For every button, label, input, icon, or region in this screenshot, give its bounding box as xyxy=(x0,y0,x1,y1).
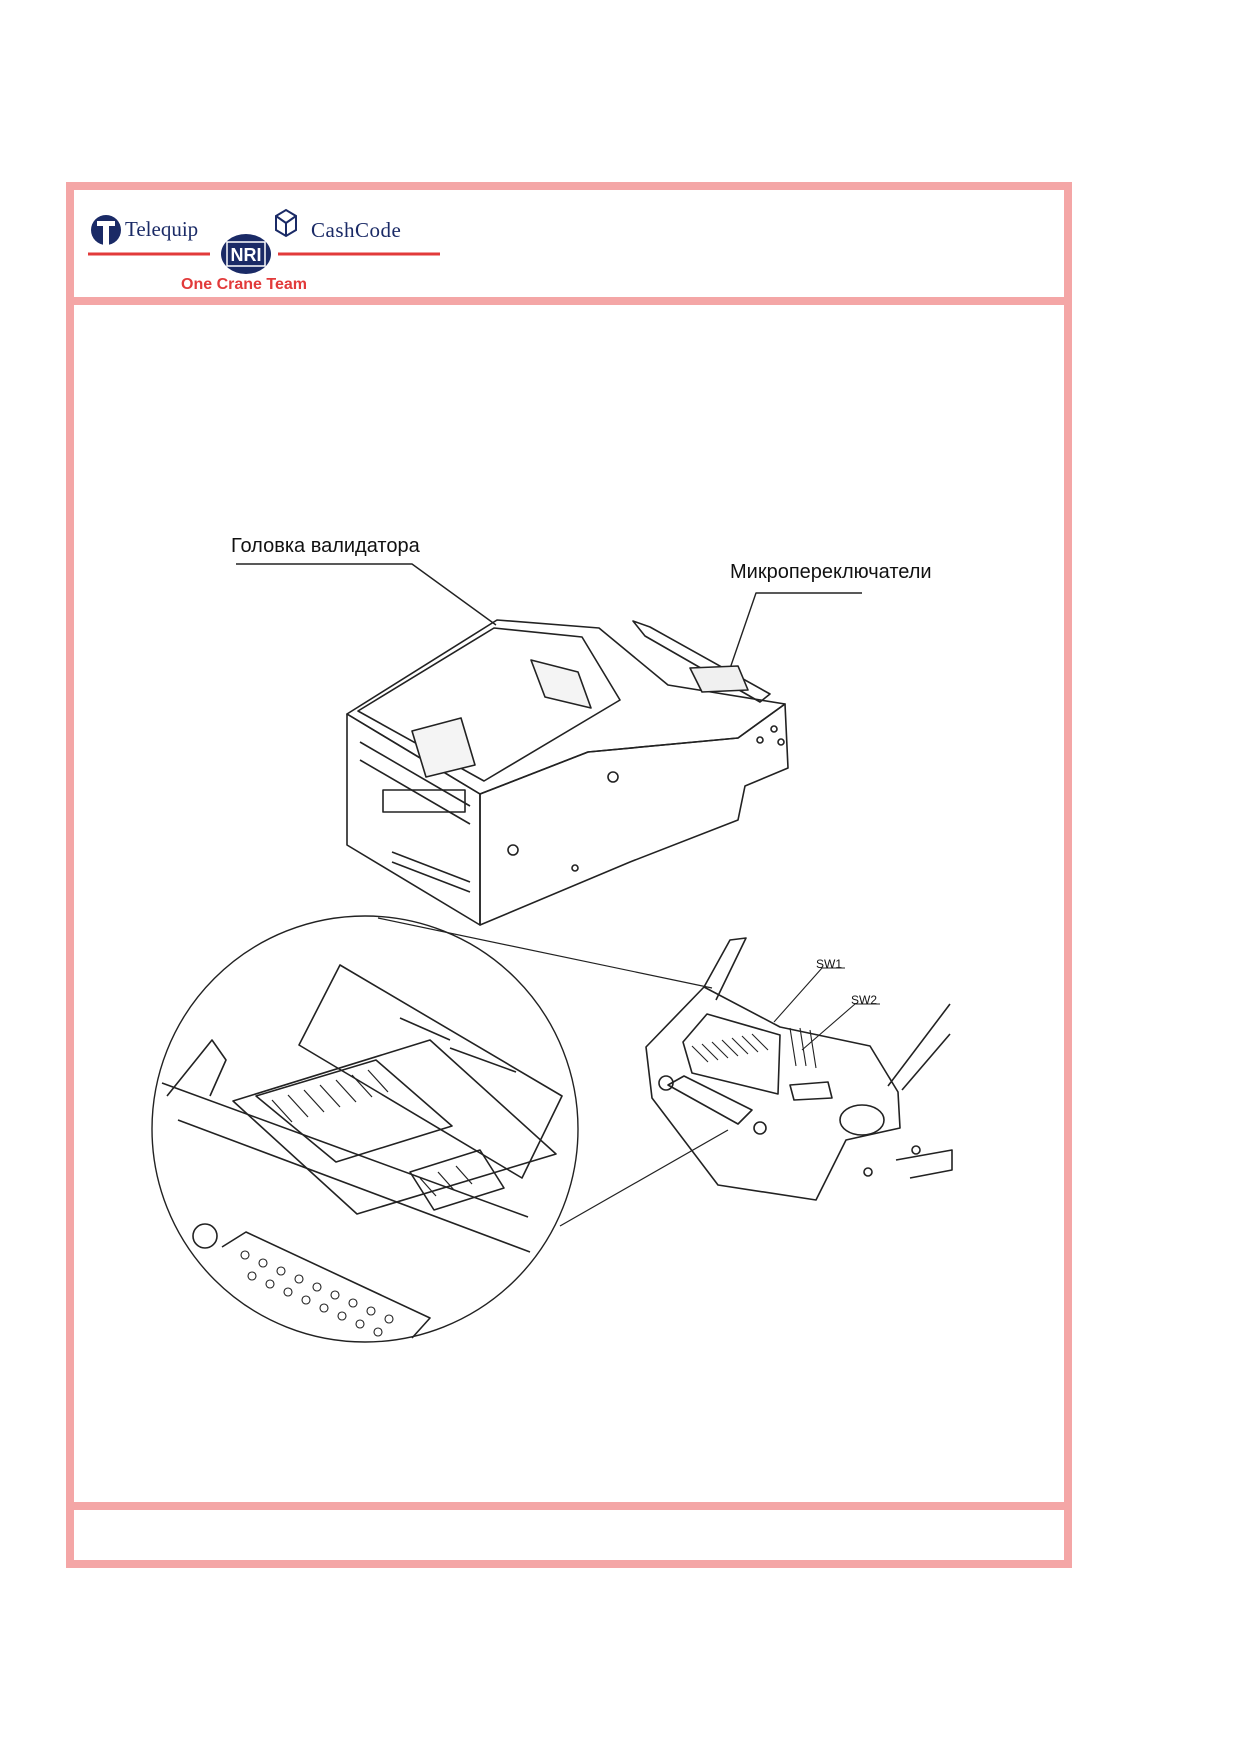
label-validator-head: Головка валидатора xyxy=(231,535,420,557)
telequip-logo-text: Telequip xyxy=(125,217,199,241)
nri-logo-icon: NRI xyxy=(221,234,271,274)
header-divider xyxy=(66,297,1072,305)
logos-graphic: NRI xyxy=(88,208,440,274)
logo-bar: NRI Telequip CashCode xyxy=(86,208,446,298)
page-frame xyxy=(66,182,1072,1568)
label-microswitches: Микропереключатели xyxy=(730,561,932,583)
label-sw1: SW1 xyxy=(816,957,843,971)
nri-text: NRI xyxy=(231,245,262,265)
label-sw2: SW2 xyxy=(851,993,878,1007)
tagline: One Crane Team xyxy=(181,276,307,293)
cashcode-logo-icon xyxy=(275,208,297,238)
telequip-logo-icon xyxy=(91,215,121,245)
cashcode-logo-text: CashCode xyxy=(311,218,402,242)
footer-divider xyxy=(66,1502,1072,1510)
